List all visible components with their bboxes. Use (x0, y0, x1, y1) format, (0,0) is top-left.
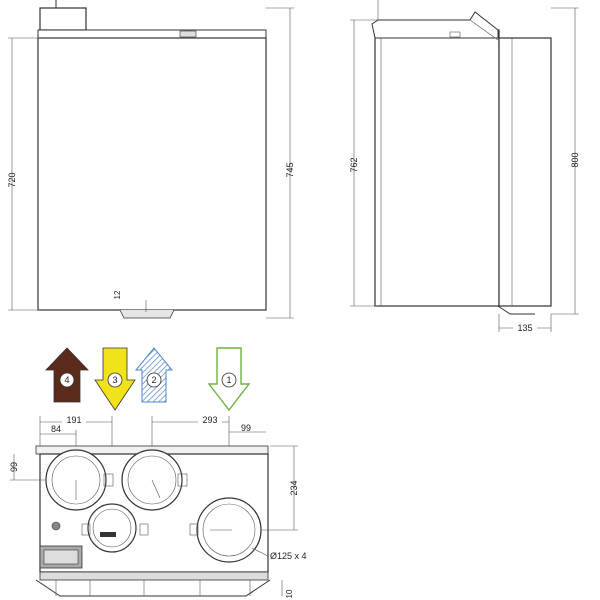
side-body (374, 29, 500, 307)
airflow-marker-2 (146, 372, 162, 388)
dim-side-depth: 135 (517, 323, 532, 333)
dim-top-191: 191 (66, 415, 81, 425)
dim-side-height-left: 762 (349, 157, 359, 172)
side-view: 762 800 135 (349, 0, 580, 333)
airflow-number-1: 1 (226, 375, 231, 385)
duct-diameter-label: Ø125 x 4 (270, 551, 307, 561)
airflow-marker-4 (59, 372, 75, 388)
dim-top-234: 234 (289, 480, 299, 495)
front-top-band (37, 29, 267, 39)
airflow-legend: 4 3 2 1 (45, 347, 251, 412)
dim-top-293: 293 (202, 415, 217, 425)
airflow-number-2: 2 (151, 375, 156, 385)
airflow-number-3: 3 (112, 375, 117, 385)
control-panel (39, 7, 87, 31)
dim-side-height-right: 800 (570, 152, 580, 167)
control-knob (51, 521, 61, 531)
drain-outlet (119, 309, 175, 319)
front-view: 720 745 12 (7, 0, 295, 319)
front-body (37, 37, 267, 311)
dim-front-gap: 12 (113, 290, 122, 299)
dim-front-height-right: 745 (285, 162, 295, 177)
airflow-number-4: 4 (64, 375, 69, 385)
duct-3 (81, 503, 149, 553)
duct-1 (189, 497, 262, 563)
dim-top-99: 99 (241, 423, 251, 433)
duct-2 (121, 449, 188, 511)
dim-top-10: 10 (285, 589, 294, 598)
top-view: 191 84 293 99 (9, 414, 307, 598)
dim-top-84: 84 (51, 424, 61, 434)
side-wall-bracket (498, 37, 552, 307)
dim-top-99-left: 99 (9, 462, 19, 472)
airflow-marker-1 (221, 372, 237, 388)
dim-front-height-left: 720 (7, 172, 17, 187)
airflow-marker-3 (107, 372, 123, 388)
